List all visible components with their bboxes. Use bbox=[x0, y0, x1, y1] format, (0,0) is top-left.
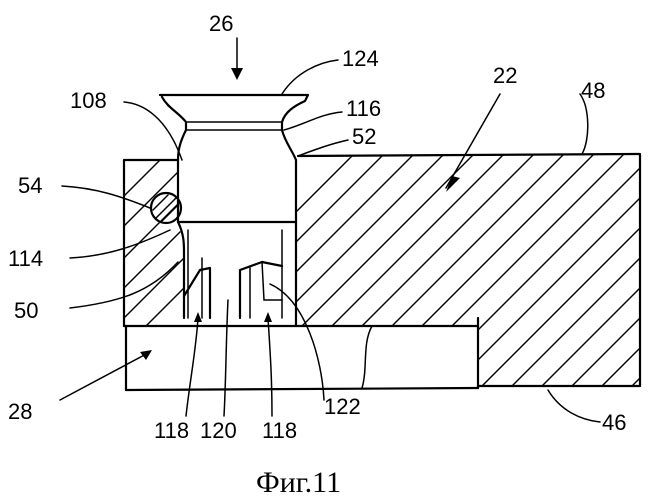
label-48: 48 bbox=[581, 78, 605, 103]
label-22: 22 bbox=[493, 63, 517, 88]
label-52: 52 bbox=[352, 124, 376, 149]
label-118-right: 118 bbox=[262, 418, 297, 443]
label-118-left: 118 bbox=[154, 418, 189, 443]
figure-caption: Фиг.11 bbox=[256, 466, 341, 499]
label-50: 50 bbox=[14, 298, 38, 323]
leaders bbox=[60, 38, 600, 422]
label-120: 120 bbox=[200, 418, 237, 443]
label-116: 116 bbox=[346, 96, 381, 121]
body-hatching bbox=[295, 152, 645, 418]
label-108: 108 bbox=[70, 88, 107, 113]
label-26: 26 bbox=[209, 11, 233, 36]
label-54: 54 bbox=[18, 173, 42, 198]
o-ring bbox=[151, 193, 181, 223]
label-124: 124 bbox=[342, 46, 379, 71]
label-114: 114 bbox=[8, 246, 43, 271]
label-122: 122 bbox=[324, 394, 361, 419]
label-28: 28 bbox=[8, 399, 32, 424]
label-46: 46 bbox=[602, 410, 626, 435]
